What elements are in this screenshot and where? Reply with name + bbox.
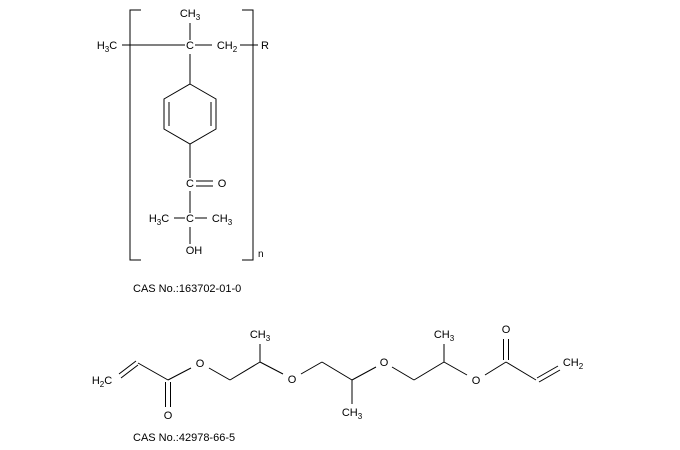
cas-number-1: CAS No.:163702-01-0 [133,283,241,295]
single-bonds [122,23,258,244]
bracket-right [242,9,254,261]
atom-label-h3c-backbone: H3C [97,40,117,54]
atom-label-h3c-left: H3C [149,213,169,227]
carbonyl-double-bond [196,180,213,187]
vinyl-double-bond-left [118,360,139,379]
atom-label-ester-o-left: O [196,358,205,370]
vinyl-double-bond-right [536,365,561,383]
molecule-1: CH3 H3C C CH2 R C O H3C C CH3 OH n CAS N… [97,8,269,295]
benzene-double-bonds [168,102,212,126]
atom-label-methyl-2: CH3 [342,407,363,421]
atom-label-ether-o-2: O [380,357,389,369]
atom-label-hydroxyl: OH [186,245,203,257]
atom-label-carbonyl-o-right: O [502,324,511,336]
atom-label-carbonyl-o: O [218,178,227,190]
atom-label-methyl-top: CH3 [180,8,201,22]
benzene-ring [163,83,217,145]
atom-label-central-c: C [186,213,194,225]
cas-number-2: CAS No.:42978-66-5 [133,432,235,444]
atom-label-r-end-group: R [261,40,269,52]
atom-label-carbonyl-c: C [186,178,194,190]
molecule-2: H2C O O CH3 O CH3 O CH3 O O CH2 CAS No.:… [92,324,584,444]
bracket-left [129,9,141,261]
atom-label-vinyl-left: H2C [92,375,112,389]
carbonyl-double-bond-right [503,339,509,360]
atom-label-ester-o-right: O [472,375,481,387]
atom-label-vinyl-right: CH2 [563,357,584,371]
atom-label-methyl-1: CH3 [250,329,271,343]
carbonyl-double-bond-left [165,382,171,407]
atom-label-ether-o-1: O [288,374,297,386]
atom-label-quaternary-c: C [186,40,194,52]
atom-label-carbonyl-o-left: O [164,410,173,422]
single-bonds [137,344,537,404]
repeat-unit-subscript: n [258,249,264,260]
atom-label-ch3-right: CH3 [212,213,233,227]
atom-label-ch2-backbone: CH2 [217,40,238,54]
atom-label-methyl-3: CH3 [434,329,455,343]
